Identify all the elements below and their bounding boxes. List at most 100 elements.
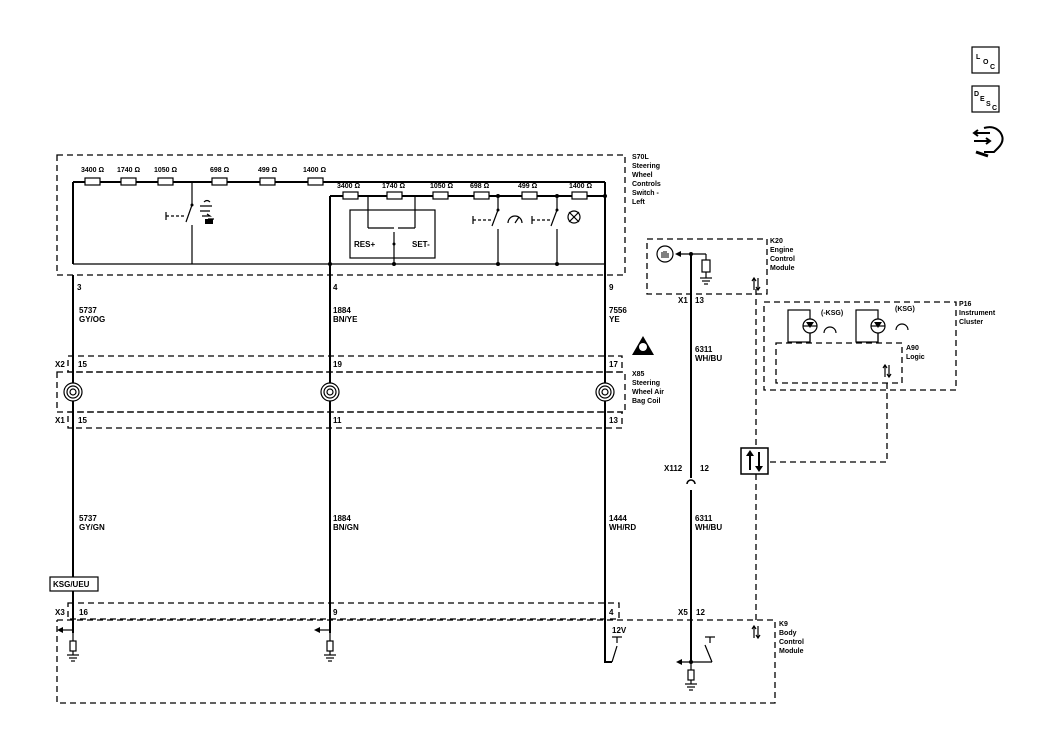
svg-text:YE: YE (609, 315, 620, 324)
svg-text:13: 13 (695, 296, 704, 305)
coil-icon (320, 382, 340, 402)
svg-text:GY/GN: GY/GN (79, 523, 105, 532)
svg-text:698 Ω: 698 Ω (470, 183, 490, 190)
s70l-label: S70L Steering Wheel Controls Switch - Le… (632, 154, 661, 206)
svg-text:7556: 7556 (609, 306, 627, 315)
svg-text:SET-: SET- (412, 240, 430, 249)
svg-text:1050 Ω: 1050 Ω (154, 167, 178, 174)
svg-text:Controls: Controls (632, 181, 661, 188)
a90-logic-box (775, 342, 903, 384)
svg-text:3400 Ω: 3400 Ω (337, 183, 361, 190)
desc-button[interactable]: D E S C (971, 85, 1000, 113)
svg-text:1444: 1444 (609, 514, 627, 523)
svg-text:499 Ω: 499 Ω (258, 167, 278, 174)
svg-text:O: O (983, 59, 989, 66)
svg-text:X3: X3 (55, 608, 65, 617)
svg-text:X5: X5 (678, 608, 688, 617)
svg-text:16: 16 (79, 608, 88, 617)
svg-text:BN/GN: BN/GN (333, 523, 359, 532)
svg-text:5737: 5737 (79, 306, 97, 315)
ground-icon (323, 632, 337, 662)
svg-text:Control: Control (770, 256, 795, 263)
svg-text:Left: Left (632, 199, 646, 206)
svg-text:K20: K20 (770, 238, 783, 245)
svg-text:Logic: Logic (906, 354, 925, 361)
x3-connector (67, 602, 620, 620)
svg-text:4: 4 (609, 608, 614, 617)
loc-button[interactable]: L O C (971, 46, 1000, 74)
svg-text:Steering: Steering (632, 380, 660, 387)
svg-text:Switch -: Switch - (632, 190, 660, 197)
x1-connector (67, 411, 623, 429)
ksg-ueu-option-box: KSG/UEU (49, 576, 99, 592)
svg-text:12V: 12V (612, 626, 627, 635)
p16-label: P16 Instrument Cluster (959, 301, 996, 326)
svg-text:S: S (986, 101, 991, 108)
svg-text:1050 Ω: 1050 Ω (430, 183, 454, 190)
svg-text:Wheel: Wheel (632, 172, 653, 179)
svg-text:1884: 1884 (333, 306, 351, 315)
svg-text:WH/BU: WH/BU (695, 354, 722, 363)
svg-text:C: C (992, 105, 997, 112)
svg-text:D: D (974, 91, 979, 98)
svg-text:X112: X112 (664, 464, 683, 473)
svg-text:17: 17 (609, 360, 618, 369)
svg-text:1740 Ω: 1740 Ω (382, 183, 406, 190)
circuit-7556-1444 (604, 275, 612, 663)
hand-icon (656, 245, 674, 263)
coil-icon (63, 382, 83, 402)
p16-instrument-cluster (763, 301, 957, 391)
k20-engine-control-module (646, 238, 768, 295)
svg-text:Wheel Air: Wheel Air (632, 389, 664, 396)
svg-text:Engine: Engine (770, 247, 793, 254)
svg-text:(KSG): (KSG) (895, 306, 915, 313)
svg-text:X1: X1 (678, 296, 688, 305)
svg-text:15: 15 (78, 416, 87, 425)
svg-text:WH/RD: WH/RD (609, 523, 636, 532)
svg-text:A90: A90 (906, 345, 919, 352)
svg-text:499 Ω: 499 Ω (518, 183, 538, 190)
svg-text:WH/BU: WH/BU (695, 523, 722, 532)
connector-view-icon[interactable] (972, 126, 1004, 158)
svg-text:4: 4 (333, 283, 338, 292)
svg-text:698 Ω: 698 Ω (210, 167, 230, 174)
ground-icon (66, 632, 80, 662)
svg-text:Bag Coil: Bag Coil (632, 398, 660, 405)
svg-text:5737: 5737 (79, 514, 97, 523)
svg-text:L: L (976, 54, 981, 61)
svg-text:11: 11 (333, 416, 342, 425)
x85-airbag-coil-box (56, 371, 626, 413)
svg-text:9: 9 (609, 283, 614, 292)
svg-text:S70L: S70L (632, 154, 649, 161)
svg-text:1740 Ω: 1740 Ω (117, 167, 141, 174)
s70l-switch-box (56, 154, 626, 276)
svg-text:X2: X2 (55, 360, 65, 369)
svg-text:(-KSG): (-KSG) (821, 310, 843, 317)
svg-text:3400 Ω: 3400 Ω (81, 167, 105, 174)
cruise-indicator-neg-ksg: (-KSG) (787, 309, 843, 343)
k9-body-control-module (56, 619, 776, 704)
cruise-indicator-ksg: (KSG) (855, 306, 915, 343)
svg-text:6311: 6311 (695, 514, 713, 523)
svg-text:GY/OG: GY/OG (79, 315, 105, 324)
svg-text:1400 Ω: 1400 Ω (569, 183, 593, 190)
svg-text:K9: K9 (779, 621, 788, 628)
svg-text:19: 19 (333, 360, 342, 369)
serial-data-icon[interactable] (740, 447, 769, 475)
svg-text:P16: P16 (959, 301, 972, 308)
svg-text:15: 15 (78, 360, 87, 369)
airbag-warning-icon (632, 336, 654, 355)
a90-label: A90 Logic (906, 345, 925, 361)
updown-arrows-icon (882, 364, 892, 378)
svg-text:Instrument: Instrument (959, 310, 996, 317)
x85-label: X85 Steering Wheel Air Bag Coil (632, 371, 664, 405)
svg-text:X85: X85 (632, 371, 645, 378)
k9-label: K9 Body Control Module (779, 621, 804, 655)
svg-text:1400 Ω: 1400 Ω (303, 167, 327, 174)
bottom-resistor-ladder: 3400 Ω 1740 Ω 1050 Ω 698 Ω 499 Ω 1400 Ω (329, 182, 606, 285)
svg-text:RES+: RES+ (354, 240, 375, 249)
svg-text:Cluster: Cluster (959, 319, 983, 326)
svg-text:Body: Body (779, 630, 797, 637)
svg-text:1884: 1884 (333, 514, 351, 523)
